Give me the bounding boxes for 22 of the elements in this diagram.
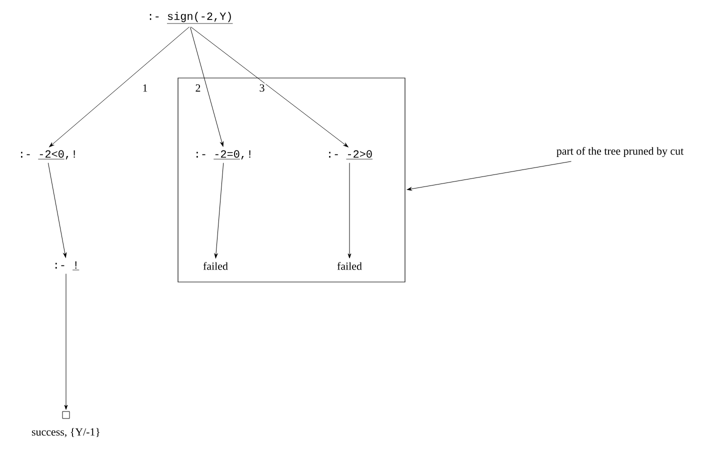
failed-label: failed [203,262,228,270]
edge-label: 3 [258,83,266,93]
annotation-label: part of the tree pruned by cut [556,146,684,158]
empty-clause-box [62,411,70,419]
edge-label: 1 [141,83,149,93]
failed-label: failed [337,262,362,270]
leader-arrow [406,161,572,191]
arrow [190,27,224,147]
goal-label: :- sign(-2,Y) [150,12,233,24]
goal-label: :- -2>0 [329,150,373,160]
arrow [48,162,67,258]
goal-label: :- -2=0 ,! [196,150,250,160]
goal-label: :- -2<0 ,! [21,150,75,160]
arrow [190,26,348,148]
result-label: success, {Y/-1} [32,428,100,438]
arrow [214,162,224,258]
goal-label: :- ! [56,261,80,270]
arrow [64,274,68,410]
edge-label: 2 [194,83,202,93]
pruned-region-box [178,78,406,282]
arrow [49,26,190,148]
arrow [348,162,352,258]
